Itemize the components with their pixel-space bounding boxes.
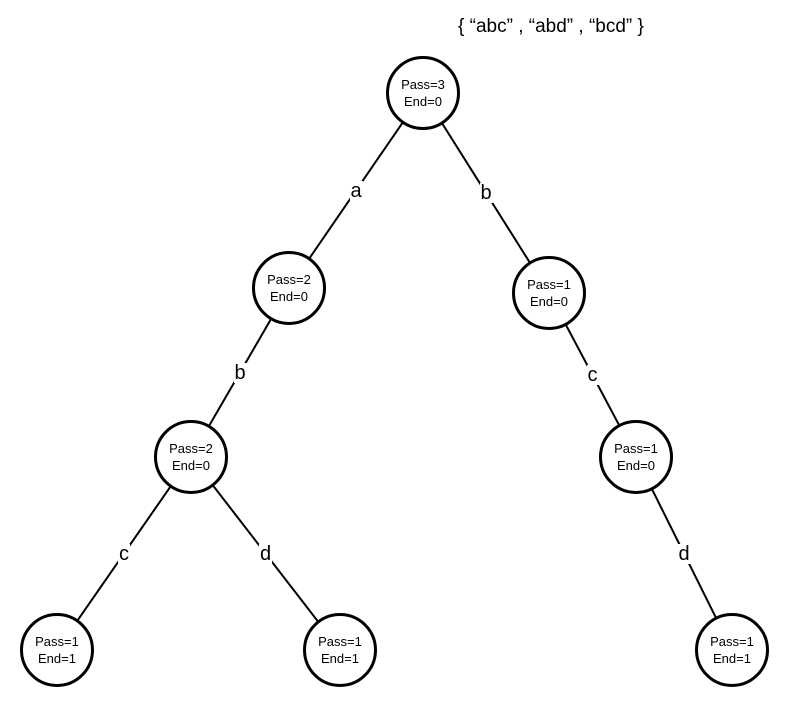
end-count: End=0 — [404, 94, 442, 109]
end-count: End=1 — [321, 651, 359, 666]
pass-count: Pass=2 — [267, 272, 311, 287]
pass-count: Pass=1 — [318, 634, 362, 649]
pass-count: Pass=1 — [35, 634, 79, 649]
trie-node-a: Pass=2 End=0 — [252, 251, 326, 325]
pass-count: Pass=1 — [527, 277, 571, 292]
edge-label-root-a: a — [349, 179, 363, 202]
pass-count: Pass=3 — [401, 77, 445, 92]
end-count: End=1 — [713, 651, 751, 666]
pass-count: Pass=2 — [169, 441, 213, 456]
edge-label-root-b: b — [479, 182, 493, 204]
trie-node-bcd: Pass=1 End=1 — [695, 613, 769, 687]
pass-count: Pass=1 — [614, 441, 658, 456]
end-count: End=1 — [38, 651, 76, 666]
pass-count: Pass=1 — [710, 634, 754, 649]
trie-node-bc: Pass=1 End=0 — [599, 420, 673, 494]
trie-node-ab: Pass=2 End=0 — [154, 420, 228, 494]
trie-node-abd: Pass=1 End=1 — [303, 613, 377, 687]
trie-node-root: Pass=3 End=0 — [386, 56, 460, 130]
trie-node-b: Pass=1 End=0 — [512, 256, 586, 330]
end-count: End=0 — [270, 289, 308, 304]
trie-node-abc: Pass=1 End=1 — [20, 613, 94, 687]
edge-label-ab-abd: d — [259, 542, 273, 565]
word-set-title: { “abc” , “abd” , “bcd” } — [458, 16, 644, 37]
end-count: End=0 — [172, 458, 210, 473]
edge-label-bc-bcd: d — [677, 542, 691, 565]
edge-label-b-bc: c — [586, 364, 599, 386]
end-count: End=0 — [617, 458, 655, 473]
edge-label-a-ab: b — [233, 361, 247, 384]
edge-label-ab-abc: c — [118, 542, 130, 565]
end-count: End=0 — [530, 294, 568, 309]
